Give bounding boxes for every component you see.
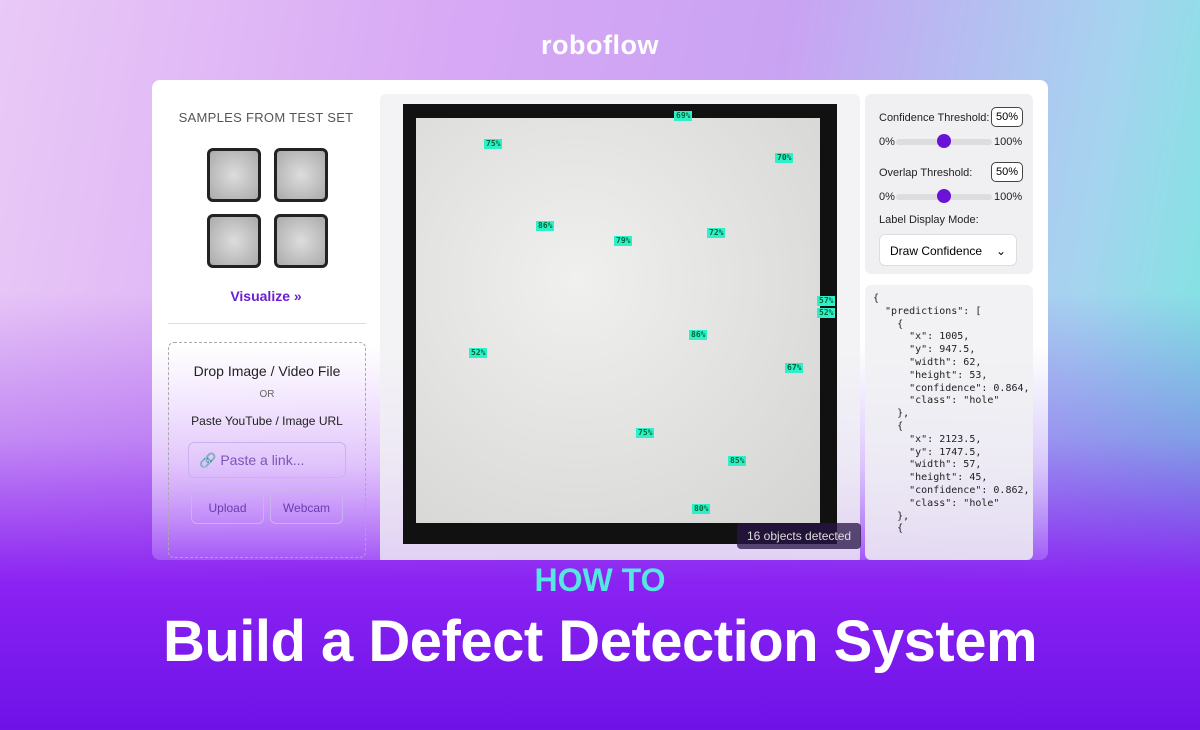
- detection-label: 79%: [614, 236, 633, 246]
- confidence-slider[interactable]: [896, 134, 992, 148]
- drop-zone[interactable]: Drop Image / Video File OR Paste YouTube…: [168, 342, 366, 558]
- detection-label: 75%: [484, 139, 503, 149]
- overlap-max: 100%: [994, 191, 1023, 203]
- sample-thumbnail[interactable]: [207, 214, 261, 268]
- slider-handle[interactable]: [937, 189, 951, 203]
- kicker: HOW TO: [534, 562, 666, 598]
- confidence-value[interactable]: 50%: [991, 107, 1024, 127]
- detection-label: 52%: [817, 308, 836, 318]
- metal-sheet: [416, 118, 820, 523]
- sample-thumbnail[interactable]: [274, 214, 328, 268]
- upload-button[interactable]: Upload: [191, 490, 264, 524]
- detection-label: 86%: [689, 330, 708, 340]
- detection-label: 86%: [536, 221, 555, 231]
- mode-label: Label Display Mode:: [879, 214, 979, 226]
- overlap-min: 0%: [879, 191, 895, 203]
- sample-thumbnail[interactable]: [274, 148, 328, 202]
- roboflow-logo: roboflow: [541, 30, 659, 60]
- detection-label: 72%: [707, 228, 726, 238]
- detection-label: 52%: [469, 348, 488, 358]
- overlap-value[interactable]: 50%: [991, 162, 1024, 182]
- divider: [168, 323, 366, 324]
- confidence-label: Confidence Threshold:: [879, 112, 990, 124]
- webcam-button[interactable]: Webcam: [270, 490, 343, 524]
- detection-label: 80%: [692, 504, 711, 514]
- link-placeholder: Paste a link...: [220, 452, 305, 468]
- confidence-min: 0%: [879, 136, 895, 148]
- overlap-label: Overlap Threshold:: [879, 167, 973, 179]
- json-output: { "predictions": [ { "x": 1005, "y": 947…: [865, 285, 1033, 560]
- headline-title: Build a Defect Detection System: [162, 609, 1038, 674]
- controls-panel: Confidence Threshold: 50% 0% 100% Overla…: [865, 94, 1033, 274]
- objects-detected-badge: 16 objects detected: [737, 523, 862, 549]
- slider-handle[interactable]: [937, 134, 951, 148]
- detection-label: 70%: [775, 153, 794, 163]
- visualize-link[interactable]: Visualize »: [230, 288, 302, 304]
- chevron-down-icon: ⌄: [995, 244, 1006, 258]
- detection-label: 67%: [785, 363, 804, 373]
- or-label: OR: [259, 389, 275, 400]
- mode-value: Draw Confidence: [890, 244, 983, 258]
- inspected-image: 69% 75% 70% 86% 79% 72% 57% 52% 86% 52% 67% 75% 85% 8…: [403, 104, 837, 544]
- detection-label: 85%: [728, 456, 747, 466]
- link-input[interactable]: 🔗 Paste a link...: [188, 442, 346, 478]
- paste-label: Paste YouTube / Image URL: [191, 414, 343, 428]
- confidence-max: 100%: [994, 136, 1023, 148]
- sample-thumbnail[interactable]: [207, 148, 261, 202]
- link-icon: 🔗: [199, 452, 221, 468]
- label-mode-select[interactable]: Draw Confidence ⌄: [879, 234, 1017, 266]
- detection-label: 57%: [817, 296, 836, 306]
- detection-label: 75%: [636, 428, 655, 438]
- samples-title: SAMPLES FROM TEST SET: [178, 110, 354, 125]
- detection-label: 69%: [674, 111, 693, 121]
- drop-title: Drop Image / Video File: [193, 363, 341, 379]
- app-window: SAMPLES FROM TEST SET Visualize » Drop I…: [152, 80, 1048, 560]
- sidebar: SAMPLES FROM TEST SET Visualize » Drop I…: [152, 80, 380, 560]
- overlap-slider[interactable]: [896, 189, 992, 203]
